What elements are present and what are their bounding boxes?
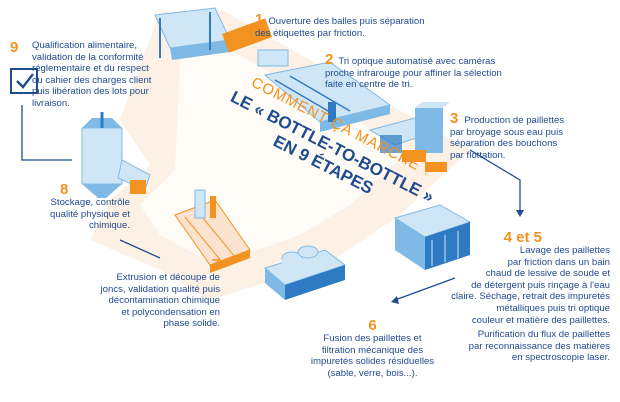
step-3-text: Production de paillettes par broyage sou… [450, 115, 565, 161]
machine-8-storage-silo [81, 112, 151, 198]
step-6-text: Fusion des paillettes et filtration méca… [310, 333, 435, 379]
machine-7-strand-cutter [174, 189, 251, 273]
step-8-number: 8 [60, 181, 69, 198]
step-2-number: 2 [325, 51, 334, 68]
step-6-number: 6 [368, 317, 377, 334]
flow-arrow-icon [391, 296, 399, 304]
step-4-5-text: Lavage des paillettes par friction dans … [451, 245, 610, 326]
step-9: 9 Qualification alimentaire, validation d… [10, 40, 165, 110]
step-7-number: 7 [211, 256, 220, 273]
step-2-text: Tri optique automatisé avec caméras proc… [325, 56, 502, 91]
step-3-number: 3 [450, 110, 459, 127]
step-1-text: Ouverture des balles puis séparation des… [255, 16, 425, 39]
step-9-number: 9 [10, 39, 19, 56]
flow-arrow-icon [21, 105, 72, 161]
step-4-5-number: 4 et 5 [503, 229, 542, 246]
step-7-text: Extrusion et découpe de joncs, validatio… [100, 272, 220, 330]
machine-3-grinder [368, 102, 450, 172]
step-purification-text: Purification du flux de paillettes par r… [468, 329, 610, 364]
flow-arrow-icon [119, 239, 161, 259]
flow-arrow-icon [516, 210, 524, 217]
flow-arrow-icon [469, 149, 521, 212]
step-8-text: Stockage, contrôle qualité physique et c… [49, 197, 130, 232]
machine-1-bale-opener [154, 7, 289, 67]
machine-4-5-washer [393, 204, 472, 270]
machine-6-extruder [263, 245, 347, 300]
step-9-text: Qualification alimentaire, validation de… [32, 40, 152, 109]
checkbox-check-icon [10, 68, 38, 94]
flow-arrow-icon [394, 277, 456, 301]
machine-2-optical-sorter [263, 61, 392, 132]
step-1-number: 1 [255, 11, 264, 28]
